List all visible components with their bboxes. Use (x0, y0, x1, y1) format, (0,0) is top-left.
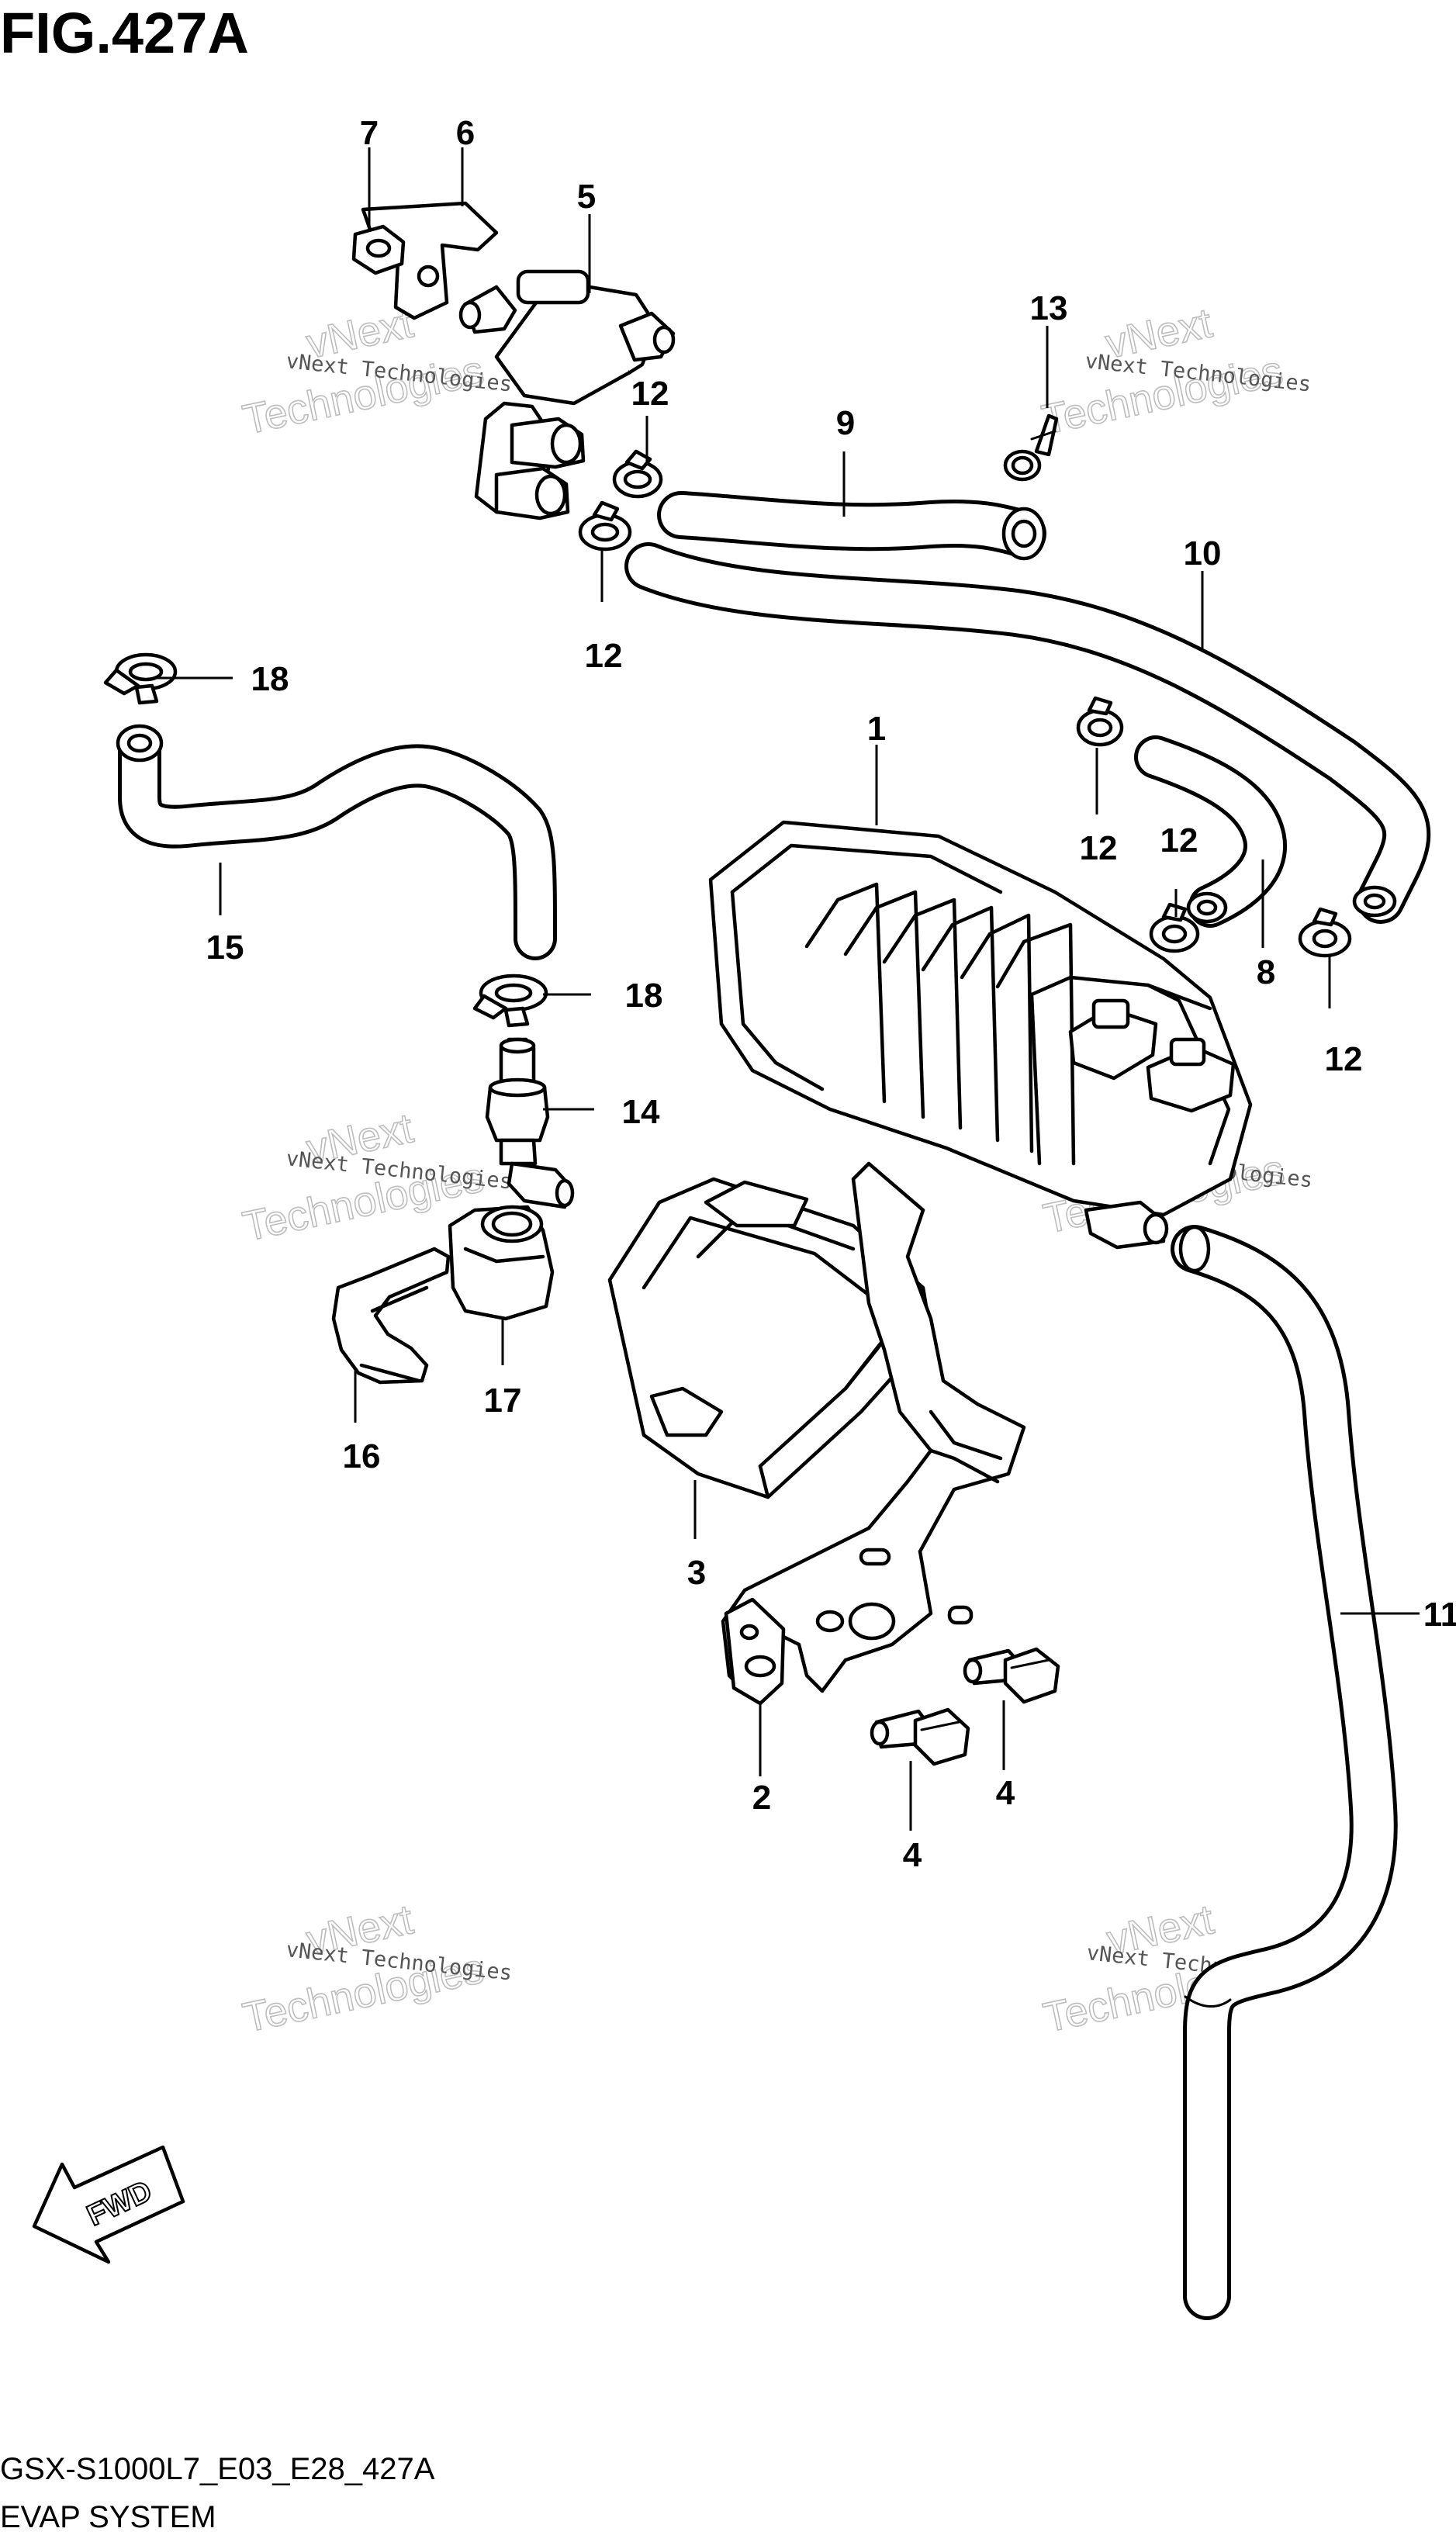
section-name: EVAP SYSTEM (0, 2500, 216, 2534)
callout-11: 11 (1423, 1596, 1456, 1634)
callout-12-b: 12 (585, 637, 623, 675)
callout-17: 17 (484, 1382, 522, 1420)
callout-14: 14 (622, 1093, 660, 1131)
part-12-clip-a (612, 449, 663, 499)
callout-12-c: 12 (1080, 829, 1118, 867)
part-14-fitting (485, 1037, 575, 1209)
part-10-hose (624, 542, 1431, 924)
part-17-holder (448, 1205, 555, 1321)
part-2-bracket (721, 1161, 1026, 1706)
figure-title: FIG.427A (0, 1, 249, 65)
callout-1: 1 (867, 710, 886, 748)
part-13-clamp (1003, 413, 1059, 482)
callout-6: 6 (456, 114, 475, 152)
callout-10: 10 (1184, 534, 1222, 572)
part-4-bolt-a (963, 1647, 1060, 1704)
callout-16: 16 (343, 1437, 381, 1475)
part-18-clip-a (103, 652, 178, 705)
callout-13: 13 (1030, 289, 1068, 327)
part-8-hose (1134, 735, 1287, 928)
watermark-bottom-left: Technologies vNext vNext Technologies (238, 1896, 513, 2042)
part-12-clip-d (1149, 902, 1200, 953)
callout-8: 8 (1257, 953, 1275, 991)
part-1-canister (708, 820, 1253, 1250)
part-12-clip-e (1298, 907, 1352, 958)
fwd-arrow-icon: FWD (32, 2145, 185, 2264)
callout-12-d: 12 (1160, 821, 1198, 859)
part-3-holder (607, 1177, 933, 1499)
callout-18-a: 18 (251, 660, 289, 698)
part-16-plate (331, 1247, 451, 1385)
watermark-top-right: Technologies vNext vNext Technologies (1037, 299, 1312, 444)
leader-lines (154, 147, 1420, 1831)
part-11-hose (1171, 1225, 1398, 2320)
part-9-hose (657, 491, 1046, 561)
callout-3: 3 (687, 1554, 706, 1592)
callout-12-a: 12 (631, 375, 669, 413)
callout-labels: 7 6 5 13 12 9 10 12 18 1 12 12 8 12 15 1… (206, 114, 1456, 1874)
callout-4-a: 4 (996, 1774, 1015, 1812)
callout-9: 9 (836, 404, 855, 442)
callout-5: 5 (577, 178, 596, 216)
callout-15: 15 (206, 929, 244, 967)
callout-4-b: 4 (903, 1836, 922, 1874)
part-15-hose (116, 724, 557, 960)
part-18-clip-b (472, 974, 548, 1028)
callout-12-e: 12 (1325, 1040, 1363, 1078)
model-code: GSX-S1000L7_E03_E28_427A (0, 2452, 435, 2486)
part-4-bolt-b (870, 1707, 970, 1766)
part-12-clip-b (578, 500, 632, 552)
part-12-clip-c (1076, 696, 1124, 747)
callout-2: 2 (752, 1779, 771, 1817)
callout-18-b: 18 (625, 977, 663, 1015)
part-5-valve-nipples (494, 417, 586, 521)
callout-7: 7 (360, 114, 379, 152)
part-7-nut (351, 224, 406, 275)
